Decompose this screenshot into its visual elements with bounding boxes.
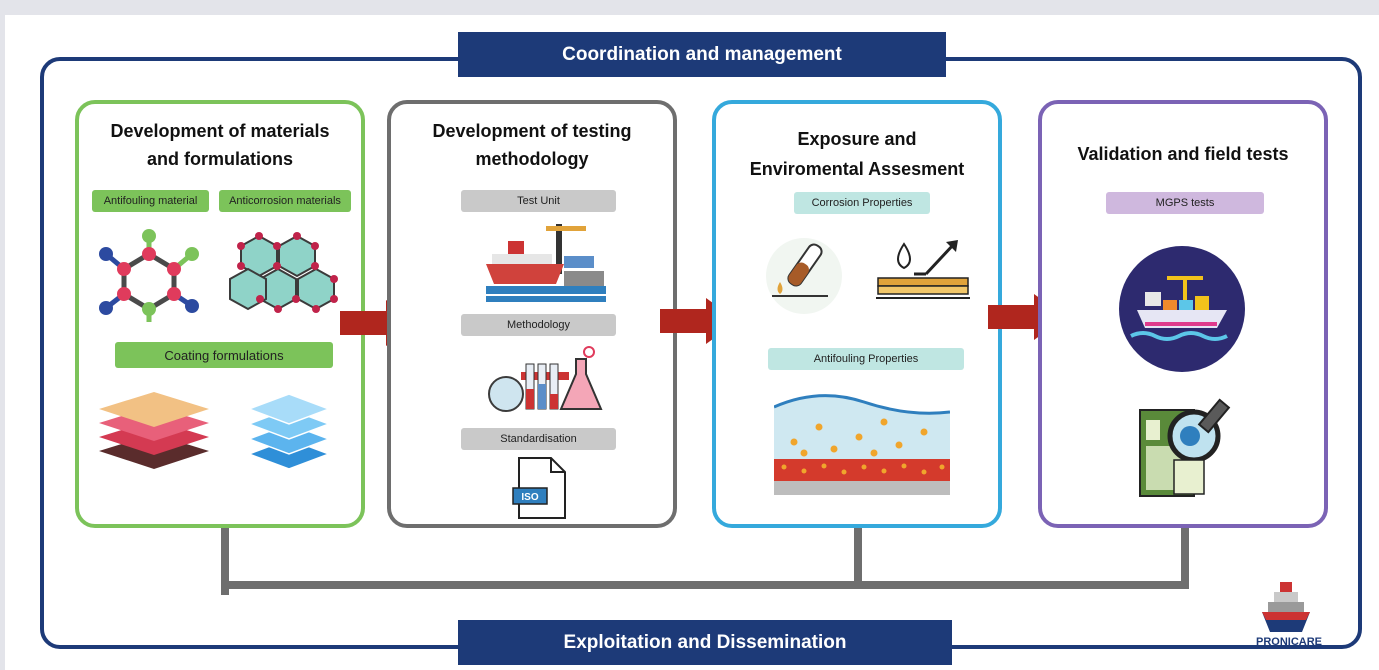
anticorrosion-materials-pill: Anticorrosion materials xyxy=(219,190,351,212)
coating-formulations-pill: Coating formulations xyxy=(115,342,333,368)
materials-title-line2: and formulations xyxy=(146,149,293,169)
exposure-title-line2: Enviromental Assesment xyxy=(749,159,965,179)
molecule-icon xyxy=(99,229,199,322)
test-tube-drip-icon xyxy=(766,238,842,314)
methodology-pill: Methodology xyxy=(461,314,616,336)
mgps-tests-pill: MGPS tests xyxy=(1106,192,1264,214)
pronicare-ship-logo-icon xyxy=(1262,582,1310,632)
seawater-biofouling-icon xyxy=(774,394,950,495)
hexagon-lattice-icon xyxy=(229,232,338,313)
cargo-ship-circle-icon xyxy=(1119,246,1245,372)
methodology-title-line1: Development of testing xyxy=(432,121,632,141)
methodology-title-line2: methodology xyxy=(475,149,589,169)
exposure-box: Exposure and Enviromental Assesment Corr… xyxy=(712,100,1002,528)
dissemination-banner: Exploitation and Dissemination xyxy=(458,620,952,665)
test-unit-pill: Test Unit xyxy=(461,190,616,212)
lab-glassware-icon xyxy=(488,346,603,412)
standardisation-pill: Standardisation xyxy=(461,428,616,450)
porous-layers-icon xyxy=(246,393,332,470)
document-magnifier-icon xyxy=(1139,398,1231,497)
iso-label: ISO xyxy=(521,492,538,503)
validation-box: Validation and field tests MGPS tests xyxy=(1038,100,1328,528)
ship-port-icon xyxy=(486,224,606,302)
layered-sheets-icon xyxy=(99,392,209,469)
pronicare-logo-text: PRONICARE xyxy=(1256,636,1323,648)
antifouling-material-pill: Antifouling material xyxy=(92,190,209,212)
materials-title-line1: Development of materials xyxy=(110,121,330,141)
feedback-loop xyxy=(214,504,1189,595)
surface-droplet-icon xyxy=(876,240,970,299)
validation-title: Validation and field tests xyxy=(1077,144,1289,164)
iso-document-icon: ISO xyxy=(512,457,566,519)
materials-box: Development of materials and formulation… xyxy=(75,100,365,528)
antifouling-properties-pill: Antifouling Properties xyxy=(768,348,964,370)
exposure-title-line1: Exposure and xyxy=(797,129,917,149)
corrosion-properties-pill: Corrosion Properties xyxy=(794,192,930,214)
methodology-box: Development of testing methodology Test … xyxy=(387,100,677,528)
coordination-banner: Coordination and management xyxy=(458,32,946,77)
